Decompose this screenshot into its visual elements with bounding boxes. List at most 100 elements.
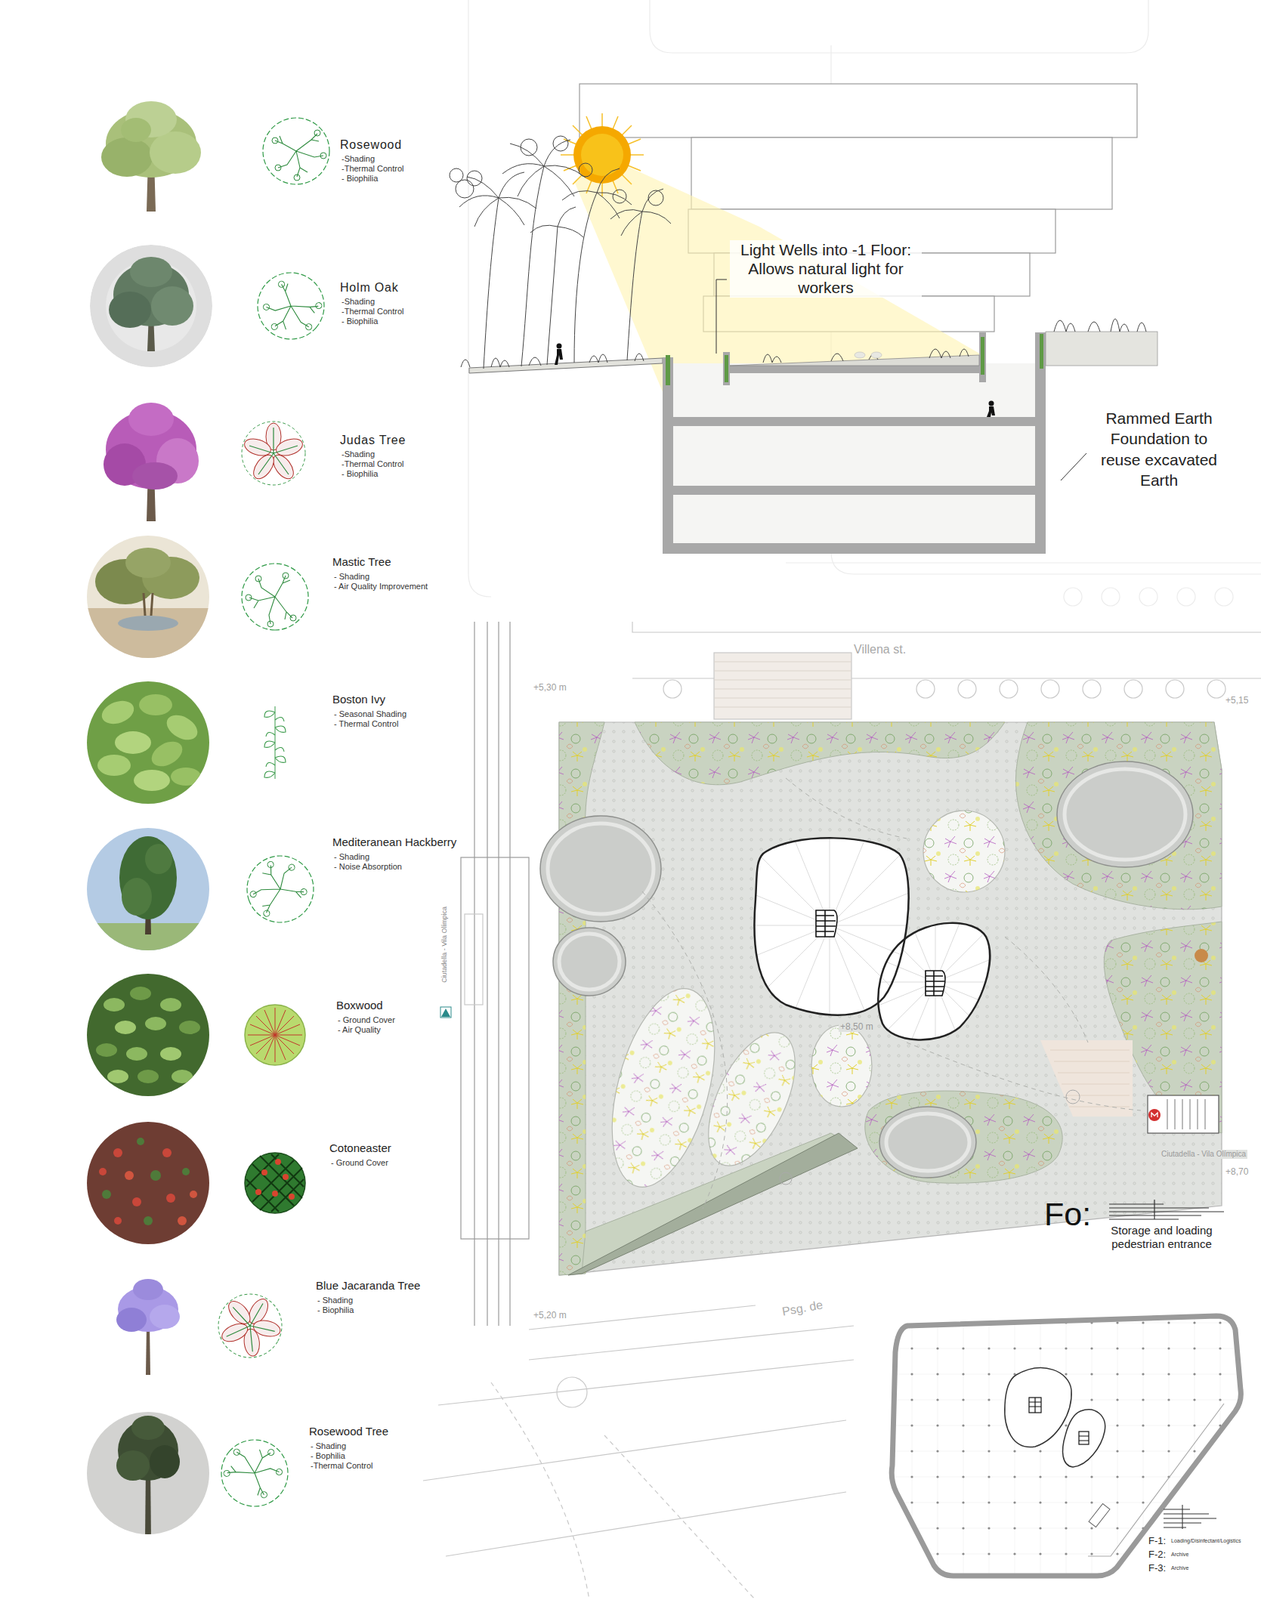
floor-icon	[1163, 1505, 1217, 1530]
skylights	[716, 812, 1019, 1066]
tree-image	[95, 1043, 118, 1058]
level-mark: +5,15	[1225, 695, 1249, 706]
streets	[528, 1325, 854, 1360]
streets	[1041, 679, 1060, 699]
railway	[464, 914, 483, 1005]
species-images	[80, 1115, 217, 1252]
species-function: -Thermal Control	[341, 459, 405, 470]
species-images	[80, 967, 217, 1104]
skylights	[852, 899, 1019, 1066]
streets	[999, 679, 1018, 699]
tree-image	[116, 1279, 180, 1376]
tree-image	[128, 402, 174, 436]
section-drawing	[662, 332, 1046, 554]
tree-image	[149, 1445, 180, 1479]
background-outlines	[649, 0, 1149, 53]
planting-areas	[593, 977, 734, 1199]
species-name: Boxwood	[336, 998, 384, 1013]
section-drawing	[989, 401, 995, 407]
section-drawing	[610, 188, 671, 236]
section-drawing	[1045, 331, 1158, 366]
streets	[423, 621, 1261, 1600]
species-function: - Seasonal Shading	[333, 709, 407, 720]
basement-plan	[1029, 1397, 1042, 1413]
section-drawing	[854, 352, 882, 359]
station-marker	[440, 1007, 452, 1018]
streets	[663, 679, 682, 699]
tree-image	[162, 710, 202, 745]
planting-areas	[923, 810, 1005, 893]
section-drawing	[716, 279, 727, 354]
basement-plan	[1029, 1397, 1042, 1413]
scale-icon	[1109, 1199, 1224, 1220]
tree-image	[103, 402, 199, 522]
sun	[560, 113, 644, 197]
tree-image	[80, 528, 217, 669]
tree-image	[151, 286, 194, 326]
metro-entrance	[1147, 1095, 1219, 1134]
plan-symbols	[244, 1004, 306, 1066]
planting-areas	[811, 1025, 872, 1107]
plan-symbols	[241, 421, 306, 486]
basement-plan	[1029, 1397, 1089, 1445]
plan-symbols	[237, 846, 324, 933]
species-name: Mastic Tree	[332, 555, 392, 569]
tree-image	[162, 1148, 172, 1158]
section-callout: Light Wells into -1 Floor: Allows natura…	[729, 240, 922, 298]
station-marker	[440, 1007, 452, 1018]
site-plan	[886, 1113, 970, 1172]
sunken-light-wells	[540, 761, 1194, 1178]
skylights	[716, 812, 943, 1039]
basement-plan	[891, 1316, 1241, 1577]
streets	[1124, 679, 1143, 699]
section-drawing	[521, 166, 544, 367]
sunken-light-wells	[540, 815, 662, 922]
section-drawing	[1039, 333, 1044, 369]
tree-image	[125, 547, 171, 578]
plan-symbols	[207, 1426, 302, 1521]
skylights	[815, 910, 946, 996]
tree-image	[129, 256, 173, 288]
planting-areas	[1015, 722, 1222, 910]
floor-code: Fo:	[1044, 1198, 1092, 1231]
sunken-light-wells	[1057, 761, 1194, 868]
section-drawing	[530, 207, 584, 238]
floor-title: Storage and loading pedestrian entrance	[1095, 1223, 1228, 1252]
floor-code: F-2:	[1148, 1548, 1166, 1561]
floor-use: Archive	[1171, 1565, 1189, 1572]
species-name: Cotoneaster	[329, 1141, 392, 1156]
species-function: - Thermal Control	[333, 719, 399, 730]
paving-details	[1066, 1090, 1080, 1104]
species-function: -Shading	[341, 449, 375, 460]
section-drawing	[554, 349, 563, 365]
tree-image	[80, 1405, 217, 1542]
section-drawing	[502, 139, 586, 197]
section-drawing	[455, 179, 474, 198]
paving-details	[1050, 1050, 1130, 1107]
section-drawing	[763, 349, 969, 363]
sun	[560, 113, 644, 197]
tree-image	[160, 998, 182, 1012]
basement-plan	[1078, 1436, 1089, 1441]
section-drawing	[483, 197, 499, 369]
section-drawing	[673, 485, 1036, 495]
section-drawing	[1053, 318, 1147, 332]
background-outlines	[1214, 587, 1234, 606]
tree-image	[149, 1304, 180, 1329]
section-drawing	[627, 211, 643, 361]
floor-use: Archive	[1171, 1551, 1189, 1558]
tree-image	[80, 1405, 217, 1542]
species-function: - Biophilia	[317, 1305, 354, 1316]
tree-image	[117, 615, 179, 631]
streets	[1082, 679, 1101, 699]
streets	[438, 1359, 854, 1406]
railway	[474, 621, 510, 1326]
tree-image	[114, 731, 152, 755]
species-function: - Biophilia	[341, 469, 378, 480]
section-drawing	[556, 343, 563, 350]
tree-image	[89, 244, 213, 368]
site-plan	[559, 933, 620, 990]
species-function: -Thermal Control	[341, 306, 405, 317]
tree-image	[80, 821, 217, 962]
tree-image	[189, 1190, 198, 1199]
